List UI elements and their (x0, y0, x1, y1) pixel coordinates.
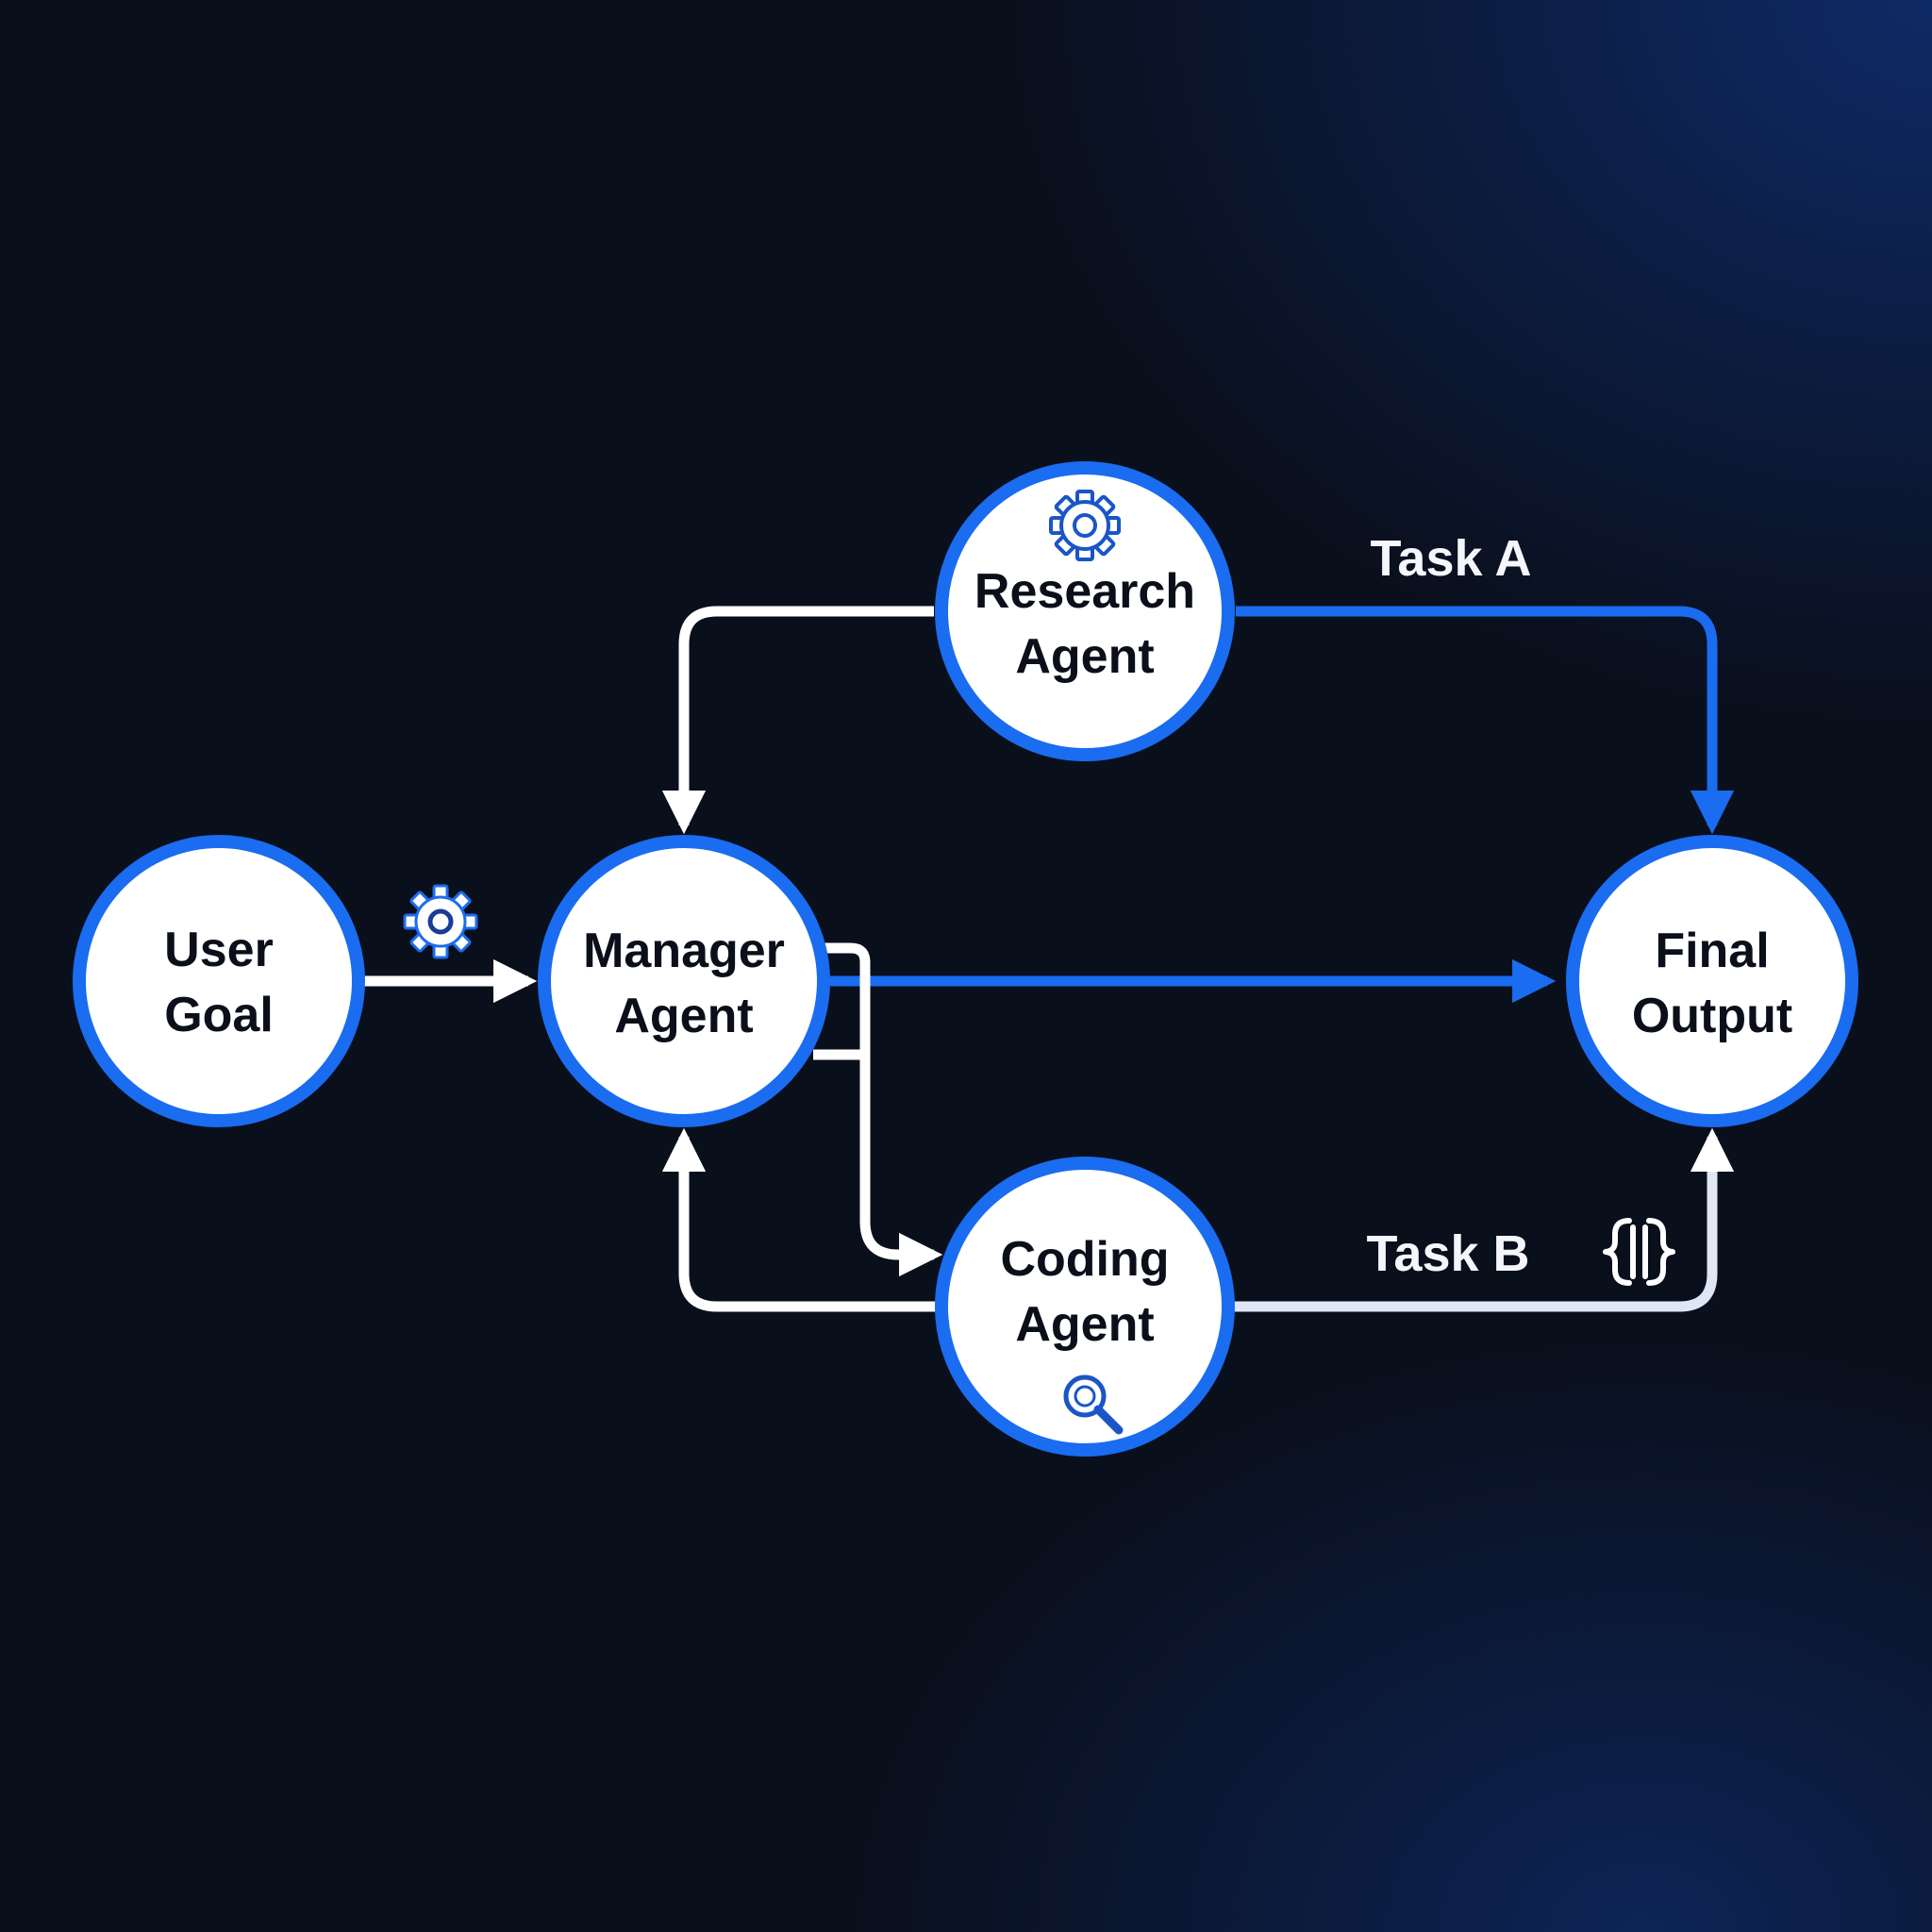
edge-task-a (1236, 606, 1735, 835)
node-final-output[interactable]: Final Output (1566, 835, 1858, 1127)
node-manager-agent[interactable]: Manager Agent (538, 835, 830, 1127)
node-final-output-line1: Final (1655, 924, 1769, 978)
task-a-label: Task A (1370, 530, 1531, 587)
edge-manager-to-coding (816, 942, 943, 1277)
node-user-goal-line2: Goal (164, 988, 274, 1042)
node-coding-agent[interactable]: Coding Agent (935, 1157, 1235, 1457)
research-gear-icon (1049, 490, 1121, 561)
magnifier-icon (1063, 1374, 1124, 1435)
edge-task-b (1234, 1127, 1735, 1312)
task-b-label: Task B (1366, 1225, 1529, 1282)
gear-icon (403, 884, 478, 959)
node-research-agent-line2: Agent (1015, 629, 1154, 684)
edge-research-to-manager (661, 606, 934, 835)
node-user-goal[interactable]: User Goal (73, 835, 365, 1127)
node-user-goal-line1: User (164, 923, 274, 977)
node-research-agent[interactable]: Research Agent (935, 461, 1235, 761)
node-coding-agent-line1: Coding (1000, 1232, 1169, 1287)
node-manager-agent-line2: Agent (614, 989, 753, 1043)
node-research-agent-line1: Research (974, 564, 1195, 619)
code-braces-icon (1603, 1218, 1675, 1286)
node-coding-agent-line2: Agent (1015, 1297, 1154, 1352)
edge-coding-to-manager (661, 1127, 939, 1312)
node-manager-agent-line1: Manager (583, 924, 785, 978)
node-final-output-line2: Output (1632, 989, 1792, 1043)
